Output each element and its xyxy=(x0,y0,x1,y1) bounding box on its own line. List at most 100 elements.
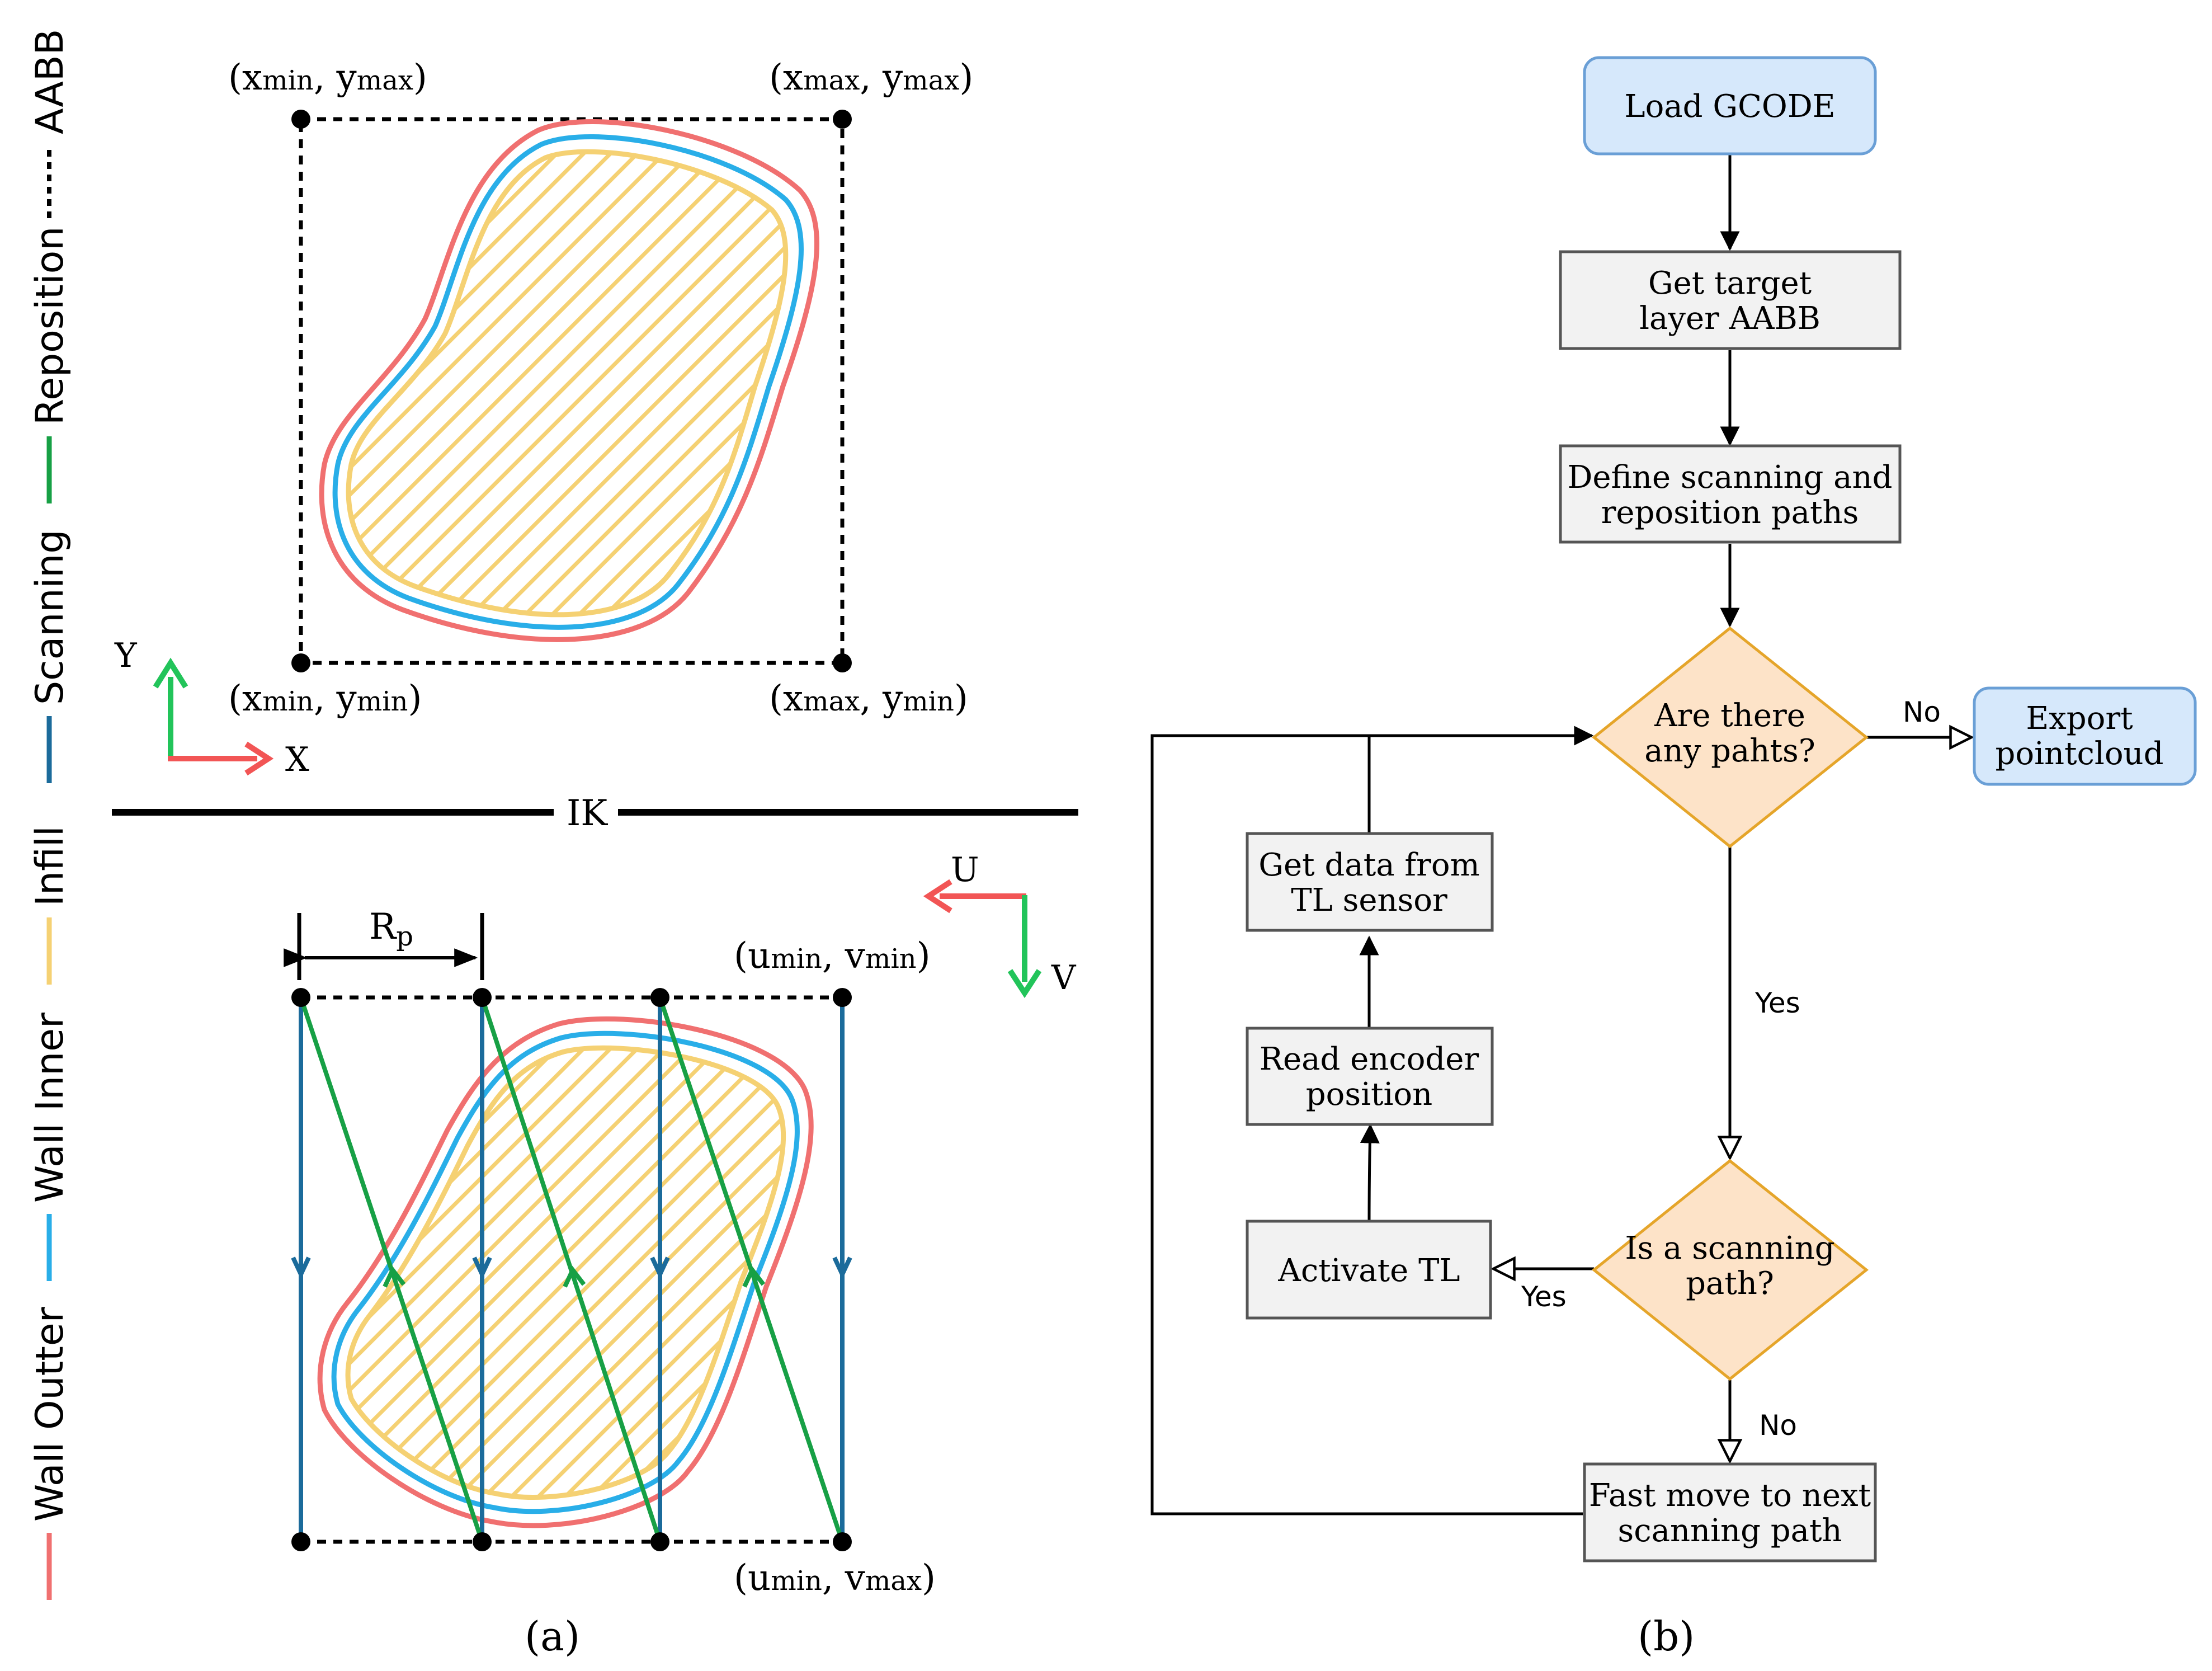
rp-label: Rp xyxy=(369,906,413,952)
infill-hatch-line xyxy=(348,152,610,615)
edge-label-d1-yes: Yes xyxy=(1754,987,1800,1019)
infill-hatch-line xyxy=(532,152,786,615)
corner-point-tr xyxy=(833,110,852,129)
wall-outter-uv xyxy=(317,1016,814,1528)
corner-point-br xyxy=(833,653,852,672)
infill-hatch-line xyxy=(769,1048,784,1498)
infill-hatch-line xyxy=(348,1048,718,1498)
infill-hatch-line xyxy=(581,1048,784,1498)
node-label-fastmove-2: scanning path xyxy=(1617,1513,1842,1549)
ik-label: IK xyxy=(567,793,608,834)
rp-dimension: Rp xyxy=(284,906,484,980)
infill-hatch-line xyxy=(348,1048,771,1498)
node-decision-any-paths: Are there any pahts? xyxy=(1592,626,1869,849)
node-label-getdata-1: Get data from xyxy=(1258,847,1479,883)
infill-hatch-line xyxy=(451,152,786,615)
legend-item-reposition: Reposition xyxy=(28,227,72,503)
node-export-pointcloud: Export pointcloud xyxy=(1973,686,2197,786)
infill-hatch-line xyxy=(688,1048,784,1498)
panel-b-caption: (b) xyxy=(1638,1613,1695,1660)
node-load-gcode: Load GCODE xyxy=(1583,56,1877,156)
node-label-decision1-2: any pahts? xyxy=(1644,733,1815,769)
infill-hatch-line xyxy=(447,1048,784,1498)
infill-hatch-line xyxy=(774,152,786,615)
axis-label-y: Y xyxy=(114,636,138,675)
aabb-corners-xy xyxy=(291,110,852,672)
node-label-decision1-1: Are there xyxy=(1654,698,1805,734)
legend-label-wall-outter: Wall Outter xyxy=(28,1307,72,1522)
legend: Wall Outter Wall Inner Infill Scanning R… xyxy=(28,29,72,1600)
infill-hatch-line xyxy=(348,152,744,615)
flow-edges xyxy=(1150,155,1972,1515)
corner-point-tl xyxy=(291,110,310,129)
infill-boundary-xy xyxy=(346,149,789,618)
edge-fastmove-decision1 xyxy=(1150,734,1583,1515)
infill-hatch-line xyxy=(348,1048,664,1498)
edge-label-d1-no: No xyxy=(1903,696,1941,728)
node-decision-scanning: Is a scanning path? xyxy=(1592,1159,1869,1381)
node-label-export-1: Export xyxy=(2026,700,2133,737)
node-label-decision2-1: Is a scanning xyxy=(1625,1230,1834,1267)
node-read-encoder: Read encoder position xyxy=(1246,1027,1494,1126)
infill-hatch-line xyxy=(554,1048,784,1498)
panel-a-bottom: Rp (umin, vmin) (umin, vmax) U V (a) xyxy=(284,850,1307,1660)
panel-a-caption: (a) xyxy=(525,1613,580,1660)
infill-hatch-line xyxy=(527,1048,784,1498)
infill-hatch-line xyxy=(348,152,771,615)
infill-hatch-line xyxy=(348,152,786,615)
corner-label-umin-vmax: (umin, vmax) xyxy=(734,1557,936,1599)
wall-inner-xy xyxy=(332,134,804,630)
node-label-activate: Activate TL xyxy=(1277,1253,1460,1289)
wall-outter-xy xyxy=(319,119,819,642)
infill-hatch-line xyxy=(348,152,718,615)
legend-item-wall-inner: Wall Inner xyxy=(28,1013,72,1281)
infill-hatch-line xyxy=(398,152,786,615)
node-label-fastmove-1: Fast move to next xyxy=(1589,1477,1871,1514)
corner-label-xmax-ymin: (xmax, ymin) xyxy=(769,678,968,719)
edge-getdata-decision1 xyxy=(1367,726,1594,832)
part-shape-uv xyxy=(317,1016,1307,1533)
node-label-load: Load GCODE xyxy=(1624,88,1835,125)
infill-hatch-line xyxy=(425,152,786,615)
node-label-define-2: reposition paths xyxy=(1601,495,1859,531)
node-get-data-tl: Get data from TL sensor xyxy=(1246,832,1494,932)
infill-hatch-line xyxy=(348,1048,503,1498)
edge-label-d2-no: No xyxy=(1759,1409,1797,1442)
corner-point-bl xyxy=(291,653,310,672)
legend-item-aabb: AABB xyxy=(28,29,72,218)
node-label-export-2: pointcloud xyxy=(1996,736,2164,772)
uv-axes: U V xyxy=(923,850,1077,999)
xy-axes: Y X xyxy=(114,636,309,779)
infill-hatch-line xyxy=(608,1048,784,1498)
infill-hatch-line xyxy=(798,1024,1307,1533)
legend-label-scanning: Scanning xyxy=(28,529,72,705)
infill-hatch-line xyxy=(559,152,786,615)
infill-hatch-line xyxy=(348,1048,583,1498)
panel-b-flowchart: Load GCODE Get target layer AABB Define … xyxy=(1150,56,2197,1660)
infill-hatch-line xyxy=(366,1048,784,1498)
axis-label-x: X xyxy=(285,740,309,779)
corner-label-umin-vmin: (umin, vmin) xyxy=(734,935,931,977)
infill-hatch-line xyxy=(393,1048,784,1498)
ik-divider: IK xyxy=(112,793,1078,834)
wall-inner-uv xyxy=(331,1030,800,1514)
aabb-box-xy xyxy=(299,117,845,665)
infill-hatch-line xyxy=(720,152,786,615)
node-label-encoder-2: position xyxy=(1306,1076,1432,1113)
legend-item-infill: Infill xyxy=(28,826,72,985)
node-label-define-1: Define scanning and xyxy=(1568,459,1893,496)
infill-hatch-line xyxy=(829,129,1360,660)
corner-label-xmin-ymax: (xmin, ymax) xyxy=(228,57,427,98)
scanning-paths xyxy=(291,997,852,1542)
node-get-aabb: Get target layer AABB xyxy=(1559,250,1902,350)
node-label-getdata-2: TL sensor xyxy=(1291,882,1447,919)
infill-hatch-line xyxy=(348,1048,784,1498)
infill-hatch-line xyxy=(348,152,583,615)
corner-label-xmax-ymax: (xmax, ymax) xyxy=(769,57,973,98)
reposition-paths xyxy=(299,996,845,1543)
node-label-decision2-2: path? xyxy=(1686,1265,1774,1302)
infill-hatch-line xyxy=(478,152,786,615)
infill-hatch-line xyxy=(348,152,786,615)
node-label-encoder-1: Read encoder xyxy=(1260,1041,1479,1077)
infill-hatch-line xyxy=(420,1048,784,1498)
